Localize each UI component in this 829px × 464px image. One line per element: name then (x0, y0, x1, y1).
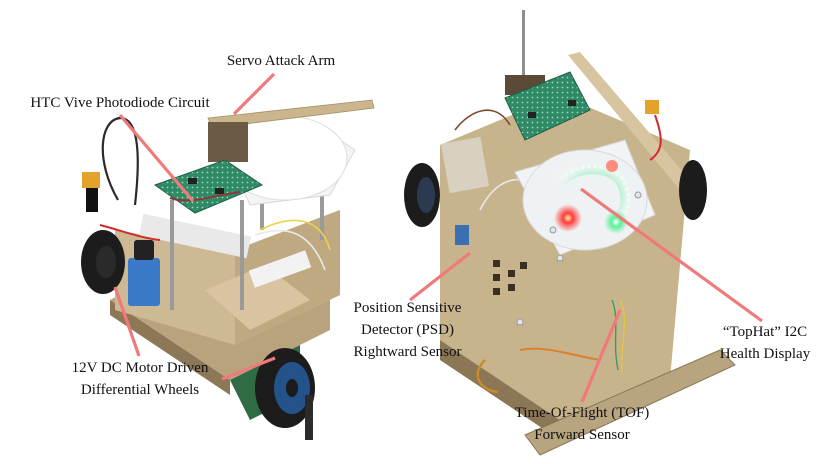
label-htc-vive-photodiode-circuit: HTC Vive Photodiode Circuit (30, 95, 210, 111)
leader-line-tophat (580, 187, 763, 323)
label-servo-attack-arm: Servo Attack Arm (226, 53, 336, 69)
label-tophat-display: “TopHat” I2C Health Display (719, 324, 811, 362)
leader-line-psd (409, 251, 471, 302)
leader-lines (113, 72, 763, 403)
leader-line-servo (232, 72, 276, 116)
label-psd-sensor: Position Sensitive Detector (PSD) Rightw… (353, 300, 462, 360)
leader-line-htc (118, 113, 195, 203)
leader-line-motor-left (113, 286, 141, 357)
left-robot-photo (81, 99, 375, 440)
label-motor-wheels: 12V DC Motor Driven Differential Wheels (71, 360, 209, 398)
leader-line-motor-right (221, 356, 276, 381)
right-robot-photo (404, 10, 736, 456)
label-tof-sensor: Time-Of-Flight (TOF) Forward Sensor (514, 405, 650, 443)
leader-line-tof (580, 309, 622, 403)
